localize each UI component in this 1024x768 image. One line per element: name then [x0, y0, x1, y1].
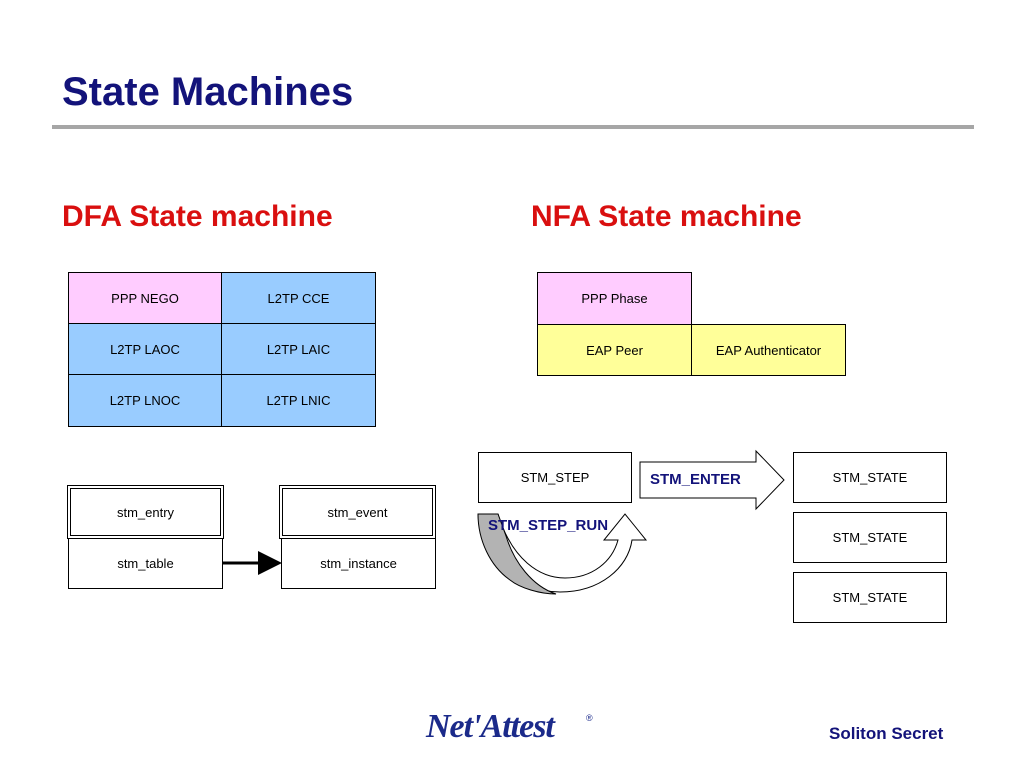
dfa-heading: DFA State machine: [62, 200, 333, 233]
dfa-cell-l2tp-cce: L2TP CCE: [221, 272, 376, 324]
dfa-cell-l2tp-laic: L2TP LAIC: [221, 323, 376, 375]
dfa-cell-l2tp-laoc: L2TP LAOC: [68, 323, 222, 375]
dfa-cell-ppp-nego: PPP NEGO: [68, 272, 222, 324]
stm-state-box-1: STM_STATE: [793, 452, 947, 503]
stm-table-box: stm_table: [68, 538, 223, 589]
dfa-cell-l2tp-lnoc: L2TP LNOC: [68, 374, 222, 427]
nfa-cell-ppp-phase: PPP Phase: [537, 272, 692, 325]
nfa-cell-eap-peer: EAP Peer: [537, 324, 692, 376]
stm-event-box: stm_event: [279, 485, 436, 539]
stm-entry-box: stm_entry: [67, 485, 224, 539]
stm-state-box-3: STM_STATE: [793, 572, 947, 623]
title-divider: [52, 125, 974, 129]
dfa-cell-l2tp-lnic: L2TP LNIC: [221, 374, 376, 427]
netattest-logo: Net'Attest: [426, 708, 555, 745]
stm-instance-box: stm_instance: [281, 538, 436, 589]
page-title: State Machines: [62, 70, 354, 114]
footer-confidential-label: Soliton Secret: [829, 724, 944, 743]
stm-enter-label: STM_ENTER: [650, 471, 741, 488]
nfa-heading: NFA State machine: [531, 200, 802, 233]
stm-step-box: STM_STEP: [478, 452, 632, 503]
registered-mark-icon: ®: [586, 713, 593, 723]
stm-step-run-label: STM_STEP_RUN: [488, 517, 609, 534]
nfa-cell-eap-authenticator: EAP Authenticator: [691, 324, 846, 376]
stm-state-box-2: STM_STATE: [793, 512, 947, 563]
